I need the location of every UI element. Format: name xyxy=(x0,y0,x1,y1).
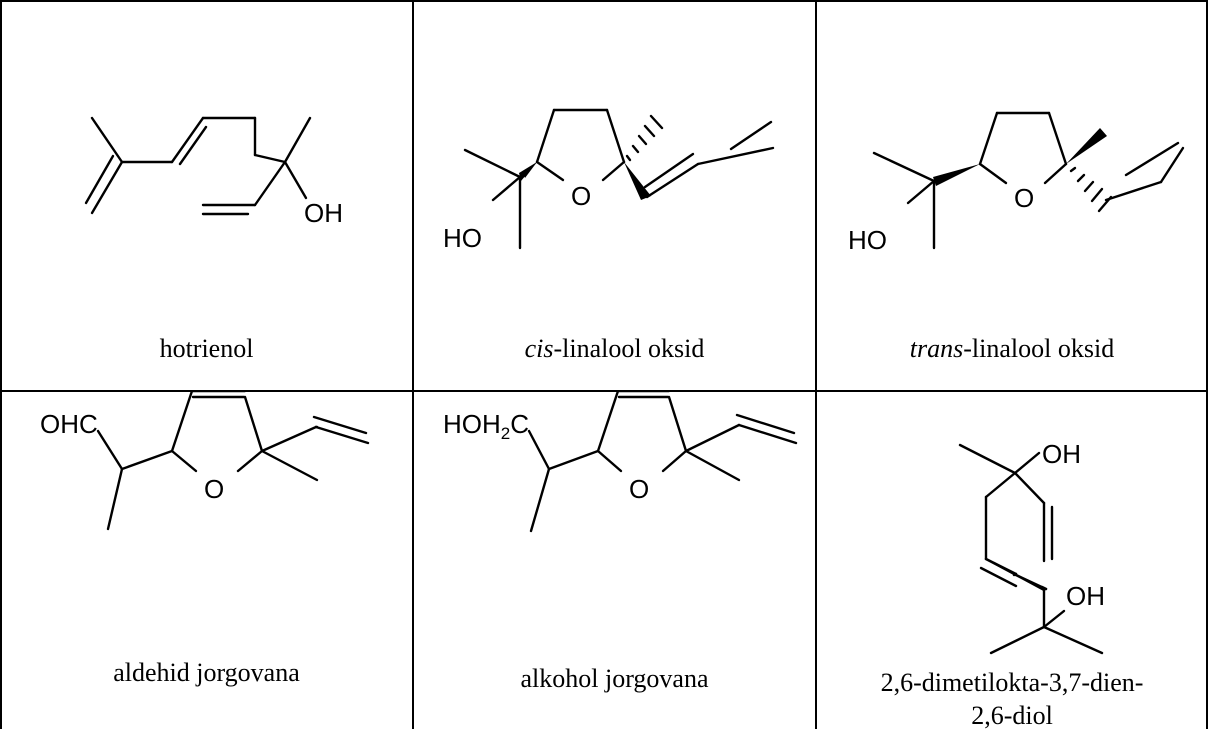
structure-hotrienol: OH xyxy=(84,116,343,228)
caption-alkohol-jorgovana: alkohol jorgovana xyxy=(520,664,709,693)
table-border-top xyxy=(0,0,1208,2)
caption-trans-linalool-oksid: trans-linalool oksid xyxy=(909,334,1115,363)
atom-hoh2c: HOH2C xyxy=(443,409,529,443)
structure-trans-linalool-oksid: O HO xyxy=(848,111,1185,255)
atom-ho: HO xyxy=(443,223,482,253)
atom-ho: HO xyxy=(848,225,887,255)
table-border-right xyxy=(1206,0,1208,729)
table-row-divider xyxy=(0,390,1208,392)
atom-oh-bottom: OH xyxy=(1066,581,1105,611)
cell-hotrienol: OH hotrienol xyxy=(0,0,413,391)
atom-oh-top: OH xyxy=(1042,439,1081,469)
structure-aldehid-jorgovana: OHC O xyxy=(40,391,370,531)
atom-o: O xyxy=(629,474,649,504)
table-col-divider-2 xyxy=(815,0,817,729)
caption-dimetilokta-dien-diol: 2,6-dimetilokta-3,7-dien- 2,6-diol xyxy=(880,668,1144,730)
cell-cis-linalool-oksid: O HO cis-linalool oksid xyxy=(413,0,816,391)
table-border-left xyxy=(0,0,2,729)
caption-aldehid-jorgovana: aldehid jorgovana xyxy=(113,658,300,687)
caption-cis-linalool-oksid: cis-linalool oksid xyxy=(524,334,705,363)
structure-alkohol-jorgovana: HOH2C O xyxy=(443,391,798,533)
cell-dimetilokta-dien-diol: OH OH 2,6-dimetilokta-3,7-dien- 2,6-dio xyxy=(816,391,1208,730)
structure-cis-linalool-oksid: O HO xyxy=(443,108,775,253)
atom-o: O xyxy=(1014,183,1034,213)
atom-ohc: OHC xyxy=(40,409,98,439)
structure-dimetilokta-dien-diol: OH OH xyxy=(958,439,1105,655)
cell-alkohol-jorgovana: HOH2C O alkohol jorgovana xyxy=(413,391,816,729)
cell-aldehid-jorgovana: OHC O aldehid jorgovana xyxy=(0,391,413,729)
atom-o: O xyxy=(204,474,224,504)
table-col-divider-1 xyxy=(412,0,414,729)
cell-trans-linalool-oksid: O HO trans-linalool oksid xyxy=(816,0,1208,391)
atom-oh: OH xyxy=(304,198,343,228)
atom-o: O xyxy=(571,181,591,211)
caption-hotrienol: hotrienol xyxy=(159,334,254,363)
